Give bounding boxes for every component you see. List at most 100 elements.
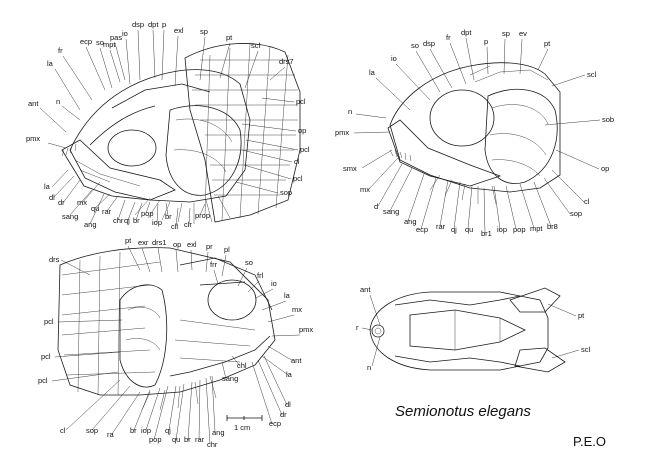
la-label: la <box>47 59 54 68</box>
cl-label: cl <box>294 157 300 166</box>
drs7-label: drs7 <box>279 57 294 66</box>
clr-label: clr <box>184 220 192 229</box>
skull-drawing <box>61 43 301 224</box>
mx-label: mx <box>360 185 370 194</box>
so-label: so <box>411 41 419 50</box>
ecp-label: ecp <box>269 419 281 428</box>
n-label: n <box>367 363 371 372</box>
ang-label: ang <box>212 428 225 437</box>
sang-label: sang <box>222 374 238 383</box>
chr-label: chr <box>113 216 124 225</box>
sp-label: sp <box>200 27 208 36</box>
pmx-label: pmx <box>299 325 313 334</box>
br-label-2: br <box>165 212 172 221</box>
smx-label: smx <box>343 164 357 173</box>
mpt-label: mpt <box>530 224 543 233</box>
rar-label: rar <box>436 222 446 231</box>
scl-label: scl <box>587 70 597 79</box>
cll-label: cll <box>171 222 178 231</box>
la-label: la <box>284 291 291 300</box>
p-label: p <box>162 20 166 29</box>
op-label: op <box>173 240 181 249</box>
leader-lines <box>51 245 301 445</box>
leader-lines <box>39 29 299 227</box>
drs-label: drs <box>49 255 60 264</box>
cl-label: cl <box>584 197 590 206</box>
qj-label: qj <box>165 426 171 435</box>
pt-label: pt <box>125 236 132 245</box>
so-label: so <box>96 38 104 47</box>
scale-label: 1 cm <box>234 423 250 432</box>
sop-label: sop <box>86 426 98 435</box>
drs1-label: drs1 <box>152 238 167 247</box>
r-label: r <box>356 323 359 332</box>
op-label: op <box>601 164 609 173</box>
pcl-label: pcl <box>44 317 54 326</box>
dpt-label: dpt <box>148 20 159 29</box>
pt-label: pt <box>578 311 585 320</box>
br-label: br <box>133 216 140 225</box>
n-label: n <box>348 107 352 116</box>
sang-label: sang <box>62 212 78 221</box>
iop-label: iop <box>141 426 151 435</box>
leader-lines <box>361 294 580 367</box>
labels: pt exr drs1 op exl pr pl frr so frl io l… <box>38 236 313 449</box>
so-label: so <box>245 258 253 267</box>
oblique-view: pt exr drs1 op exl pr pl frr so frl io l… <box>38 236 313 449</box>
ra-label: ra <box>107 430 114 439</box>
labels: mpt io dsp dpt p exl sp pt scl drs7 pas … <box>26 20 310 231</box>
io-label: io <box>391 54 397 63</box>
pl-label: pl <box>224 245 230 254</box>
la-label: la <box>369 68 376 77</box>
iop-label: iop <box>497 225 507 234</box>
pop-label: pop <box>513 225 526 234</box>
ecp-label: ecp <box>416 225 428 234</box>
rar-label: rar <box>102 207 112 216</box>
left-lateral-view: mpt io dsp dpt p exl sp pt scl drs7 pas … <box>26 20 310 231</box>
dl-label: dl <box>285 400 291 409</box>
labels: so dsp fr dpt p sp ev pt io la scl sob n… <box>335 28 614 238</box>
pcl-label-3: pcl <box>38 376 48 385</box>
dr-label: dr <box>58 198 65 207</box>
mpt-label: mpt <box>103 40 116 49</box>
pt-label: pt <box>226 33 233 42</box>
n-label: n <box>56 97 60 106</box>
dl-label: dl <box>49 193 55 202</box>
dpt-label: dpt <box>461 28 472 37</box>
sop-label: sop <box>280 188 292 197</box>
qu-label: qu <box>465 225 473 234</box>
pr-label: pr <box>206 242 213 251</box>
scl-label: scl <box>581 345 591 354</box>
frl-label: frl <box>257 271 264 280</box>
ev-label: ev <box>519 29 527 38</box>
fr-label: fr <box>58 46 63 55</box>
exr-label: exr <box>138 238 149 247</box>
d-label: d <box>374 202 378 211</box>
mx-label: mx <box>292 305 302 314</box>
pcl-label: pcl <box>296 97 306 106</box>
labels: ant r n pt scl <box>356 285 591 372</box>
ant-label: ant <box>28 99 39 108</box>
prop-label: prop <box>195 211 210 220</box>
io-label: io <box>122 29 128 38</box>
skull-drawing <box>387 62 561 205</box>
op-label: op <box>298 126 306 135</box>
exl-label: exl <box>187 240 197 249</box>
br8-label: br8 <box>547 222 558 231</box>
qj-label: qj <box>124 216 130 225</box>
dr-label: dr <box>280 410 287 419</box>
leader-lines <box>353 37 601 234</box>
sob-label: sob <box>602 115 614 124</box>
sop-label: sop <box>570 209 582 218</box>
credit: P.E.O <box>573 434 606 449</box>
ecp-label: ecp <box>80 37 92 46</box>
sang-label: sang <box>383 207 399 216</box>
la-label-2: la <box>286 370 293 379</box>
mx-label: mx <box>77 198 87 207</box>
dorsal-view: ant r n pt scl <box>356 285 591 373</box>
species-name: Semionotus elegans <box>395 403 531 420</box>
right-lateral-view: so dsp fr dpt p sp ev pt io la scl sob n… <box>335 28 614 238</box>
qj-label: qj <box>451 225 457 234</box>
pt-label: pt <box>544 39 551 48</box>
io-label: io <box>271 279 277 288</box>
